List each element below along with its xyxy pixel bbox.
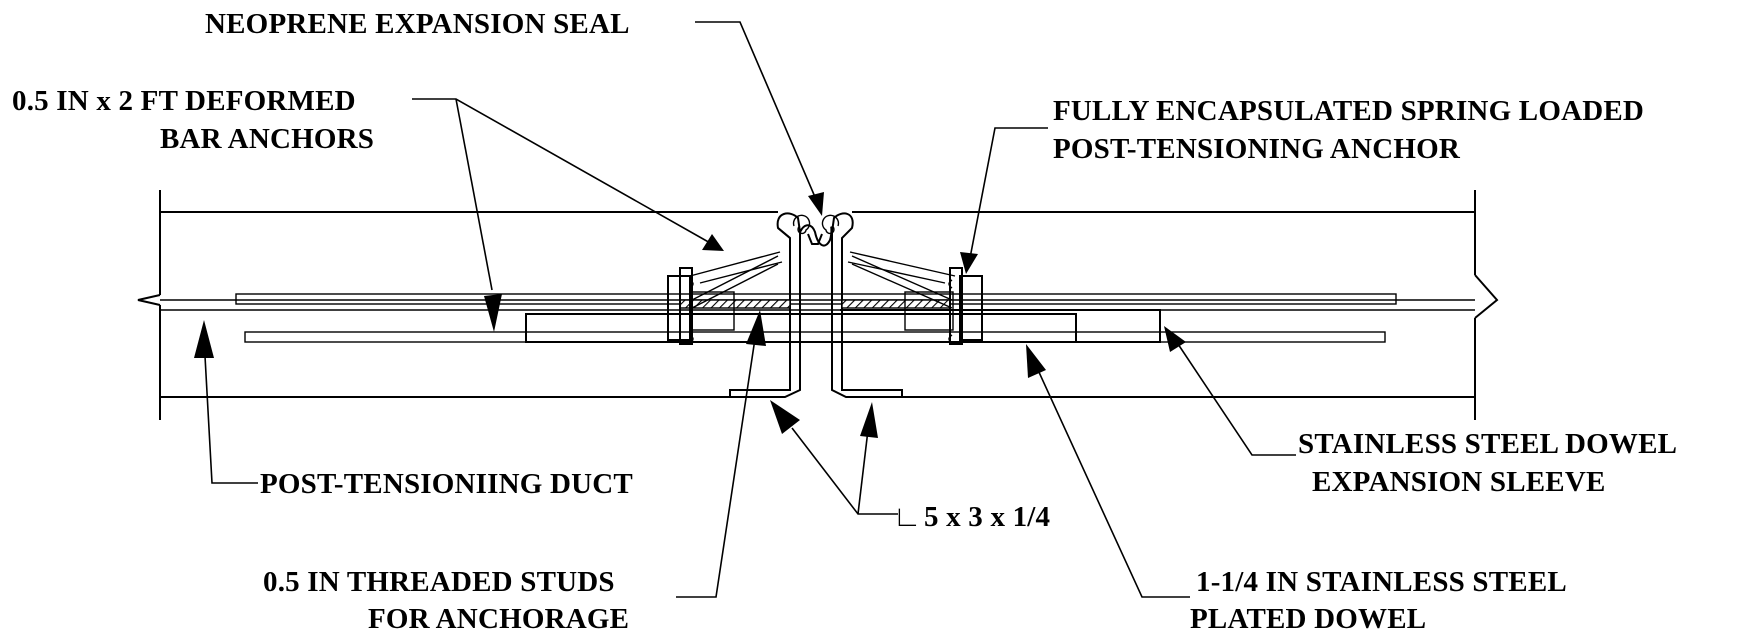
label-neoprene-seal: NEOPRENE EXPANSION SEAL <box>205 8 630 40</box>
label-sleeve-line2: EXPANSION SLEEVE <box>1312 466 1606 498</box>
angle-symbol: ∟ <box>893 501 922 533</box>
leader-studs <box>676 310 766 598</box>
post-tensioning-duct <box>160 299 1475 311</box>
right-steel-angle <box>831 212 951 398</box>
neoprene-expansion-seal <box>792 214 840 247</box>
leader-sleeve <box>1164 326 1296 456</box>
right-slab <box>848 190 1499 420</box>
label-bar-anchors-line1: 0.5 IN x 2 FT DEFORMED <box>12 85 356 117</box>
leader-dowel <box>1026 344 1190 598</box>
label-sleeve-line1: STAINLESS STEEL DOWEL <box>1298 428 1677 460</box>
label-angle-size: 5 x 3 x 1/4 <box>924 501 1050 533</box>
dowel-expansion-sleeve <box>840 309 1161 343</box>
leader-pt-anchor <box>960 127 1048 274</box>
leader-angle-right <box>857 402 878 515</box>
leader-bar-anchors-2 <box>455 98 502 332</box>
leader-angle-left <box>770 400 898 515</box>
leader-pt-duct <box>194 320 258 484</box>
label-pt-anchor-line2: POST-TENSIONING ANCHOR <box>1053 133 1461 165</box>
label-dowel-line2: PLATED DOWEL <box>1190 603 1426 633</box>
label-studs-line1: 0.5 IN THREADED STUDS <box>263 566 615 598</box>
left-anchorage-assembly <box>667 251 783 345</box>
label-bar-anchors-line2: BAR ANCHORS <box>160 123 374 155</box>
label-pt-duct: POST-TENSIONIING DUCT <box>260 468 633 500</box>
deformed-bar-anchor-lower <box>244 331 1386 343</box>
left-slab <box>137 190 780 420</box>
label-dowel-line1: 1-1/4 IN STAINLESS STEEL <box>1196 566 1567 598</box>
leader-bar-anchors-1 <box>412 98 724 251</box>
label-pt-anchor-line1: FULLY ENCAPSULATED SPRING LOADED <box>1053 95 1644 127</box>
right-anchorage-assembly <box>847 251 983 345</box>
label-studs-line2: FOR ANCHORAGE <box>368 603 629 633</box>
deformed-bar-anchor-upper <box>235 293 1397 305</box>
leader-neoprene-seal <box>695 21 824 216</box>
